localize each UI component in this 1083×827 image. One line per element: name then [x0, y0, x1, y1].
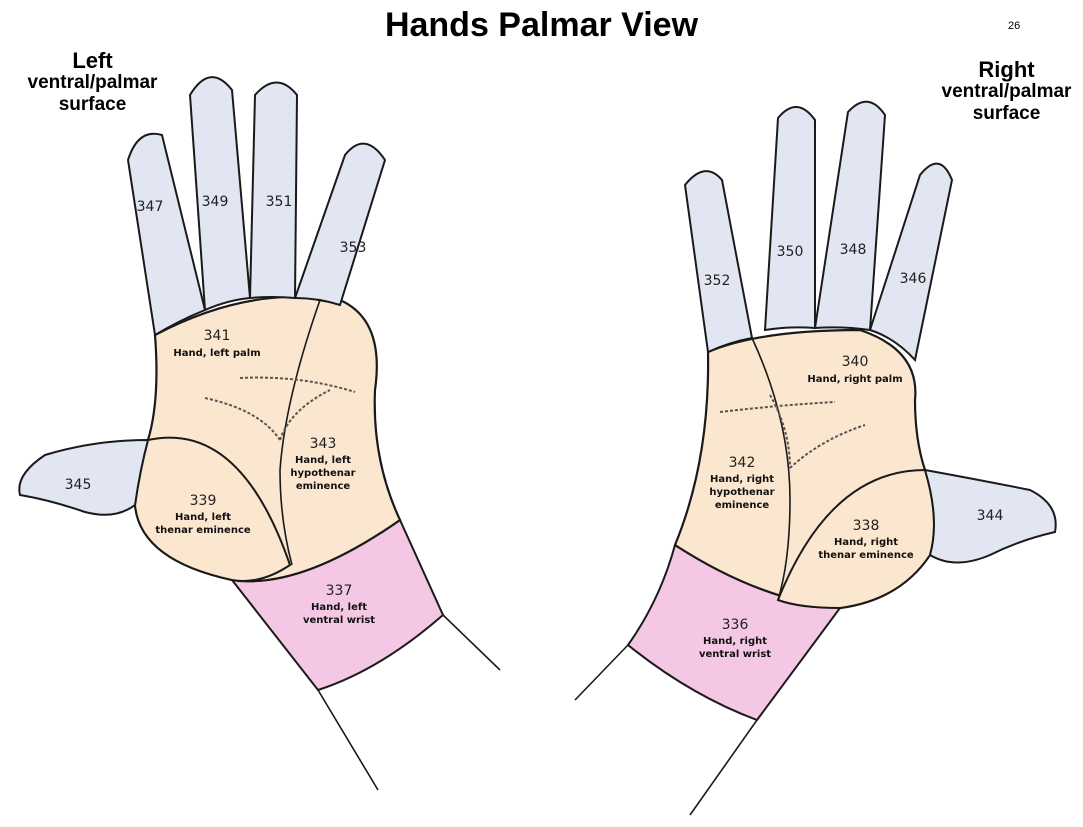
- finger-number-label: 347: [137, 199, 164, 215]
- finger-number-label: 352: [704, 273, 731, 289]
- region-caption: Hand, right: [710, 474, 774, 485]
- region-number-label: 343: [310, 436, 337, 452]
- region-caption: ventral wrist: [303, 615, 375, 626]
- region-number-label: 338: [853, 518, 880, 534]
- finger-number-label: 349: [202, 194, 229, 210]
- finger-number-label: 345: [65, 477, 92, 493]
- right-middle-finger-region[interactable]: [815, 102, 885, 330]
- region-caption: eminence: [715, 500, 770, 511]
- right-ring-finger-region[interactable]: [765, 107, 815, 330]
- region-caption: Hand, right: [834, 537, 898, 548]
- finger-number-label: 348: [840, 242, 867, 258]
- region-caption: hypothenar: [709, 487, 774, 498]
- region-caption: Hand, right: [703, 636, 767, 647]
- region-number-label: 340: [842, 354, 869, 370]
- region-number-label: 337: [326, 583, 353, 599]
- region-caption: thenar eminence: [155, 525, 251, 536]
- region-caption: hypothenar: [290, 468, 355, 479]
- left-ring-finger-region[interactable]: [250, 83, 297, 299]
- finger-number-label: 344: [977, 508, 1004, 524]
- region-caption: Hand, left palm: [173, 348, 260, 359]
- region-caption: thenar eminence: [818, 550, 914, 561]
- right-hand: [575, 102, 1056, 815]
- right-little-finger-region[interactable]: [685, 171, 752, 352]
- region-number-label: 342: [729, 455, 756, 471]
- finger-number-label: 353: [340, 240, 367, 256]
- region-number-label: 336: [722, 617, 749, 633]
- region-caption: ventral wrist: [699, 649, 771, 660]
- region-caption: Hand, left: [311, 602, 367, 613]
- region-number-label: 339: [190, 493, 217, 509]
- finger-number-label: 346: [900, 271, 927, 287]
- region-caption: Hand, right palm: [807, 374, 902, 385]
- left-hand: [19, 77, 500, 790]
- region-number-label: 341: [204, 328, 231, 344]
- right-index-finger-region[interactable]: [870, 164, 952, 360]
- left-index-finger-region[interactable]: [128, 134, 205, 335]
- region-caption: eminence: [296, 481, 351, 492]
- region-caption: Hand, left: [175, 512, 231, 523]
- finger-number-label: 350: [777, 244, 804, 260]
- left-little-finger-region[interactable]: [295, 144, 385, 305]
- region-caption: Hand, left: [295, 455, 351, 466]
- finger-number-label: 351: [266, 194, 293, 210]
